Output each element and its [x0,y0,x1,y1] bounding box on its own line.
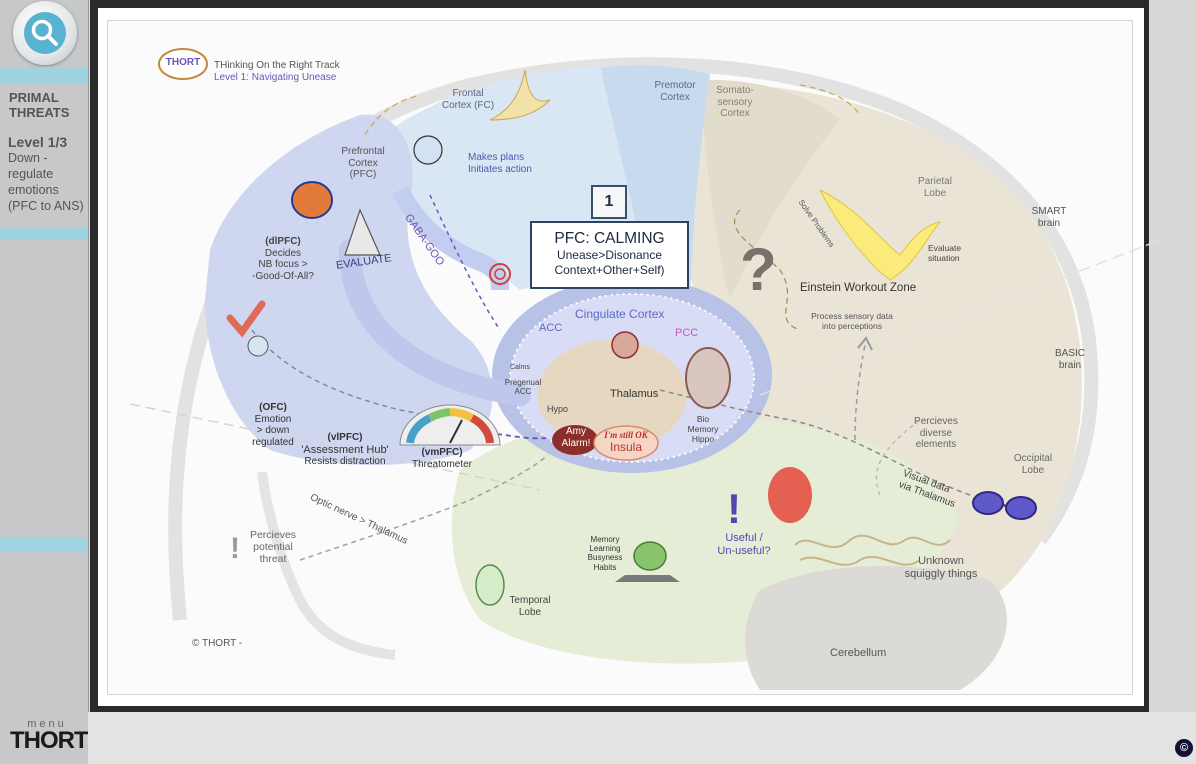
step-number-button[interactable]: 1 [591,185,627,219]
threat-exclamation-icon: ! [230,532,240,565]
memory-figure-icon [633,541,667,571]
copyright-label: © THORT - [192,638,243,649]
pfc-calming-box[interactable]: PFC: CALMING Unease>Disonance Context+Ot… [530,221,689,289]
thalamus-label: Thalamus [610,388,659,400]
thort-logo: THORT [10,727,89,754]
thalamus-figure-icon [611,331,639,359]
evaluator-figure-icon [247,335,269,357]
amygdala-blob [552,425,598,455]
gull-icon [489,69,551,121]
check-mark-icon [226,300,266,338]
panel-title: PRIMAL THREATS [9,90,70,120]
exclamation-icon: ! [727,485,741,532]
pyramid-icon [344,208,381,256]
menu-label: menu [27,718,67,730]
threatometer-gauge-icon [399,404,501,446]
face-outline [257,471,396,660]
sidebar-stripe-top [0,67,88,83]
calms-label: Calms [510,364,530,371]
cingulate-label: Cingulate Cortex [575,307,665,321]
vmpfc-label: (vmPFC)Threatometer [411,447,473,470]
head-outline [168,57,1099,621]
insula-label: Insula [609,440,643,454]
pfc-box-line2: Context+Other+Self) [554,263,665,277]
spiral-icon [489,263,511,285]
menu-button[interactable]: menu THORT [10,718,89,755]
pfc-box-title: PFC: CALMING [554,230,665,247]
logo-bubble-text: THORT [165,57,201,68]
cerebellum-label: Cerebellum [830,647,887,659]
glasses-icon [972,491,1037,520]
pfc-pathway [339,239,531,406]
pcc-label: PCC [675,327,699,339]
panel-description: Level 1/3 Down -regulate emotions (PFC t… [8,134,88,214]
red-creature-icon [768,467,812,523]
squiggles [794,534,951,549]
thort-logo-bubble [158,48,208,80]
pfc-box-line1: Unease>Disonance [556,248,663,262]
copyright-badge-icon[interactable]: © [1175,739,1193,757]
search-button[interactable] [13,1,77,65]
header-subtitle: Level 1: Navigating Unease [214,72,337,83]
level-label: Level 1/3 [8,134,68,150]
einstein-zone-label: Einstein Workout Zone [800,282,917,294]
header-title: THinking On the Right Track [214,60,340,71]
sidebar-stripe-bottom [0,537,88,551]
left-sidebar: PRIMAL THREATS Level 1/3 Down -regulate … [0,0,89,764]
insula-blob [593,425,659,461]
bird-icon [818,188,942,281]
sidebar-stripe-mid [0,228,88,240]
still-ok-label: I'm still OK [604,430,648,440]
acc-label: ACC [539,322,563,334]
sailor-figure-icon [413,135,443,165]
hypo-label: Hypo [547,404,569,414]
hippocampus-blob [685,347,731,409]
temporal-figure-icon [475,564,505,606]
thalamus-core [537,340,687,450]
question-mark-icon: ? [740,236,777,303]
turban-figure-icon [291,181,333,219]
right-strip [1150,0,1196,712]
somatosensory-band [700,79,840,301]
cerebellum-region [745,566,1007,690]
level-description: Down -regulate emotions (PFC to ANS) [8,151,84,213]
vlpfc-label: (vlPFC)'Assessment Hub'Resists distracti… [301,432,389,468]
bottom-strip [88,712,1196,764]
search-icon [24,12,66,54]
useful-label: Useful /Un-useful? [717,532,771,557]
